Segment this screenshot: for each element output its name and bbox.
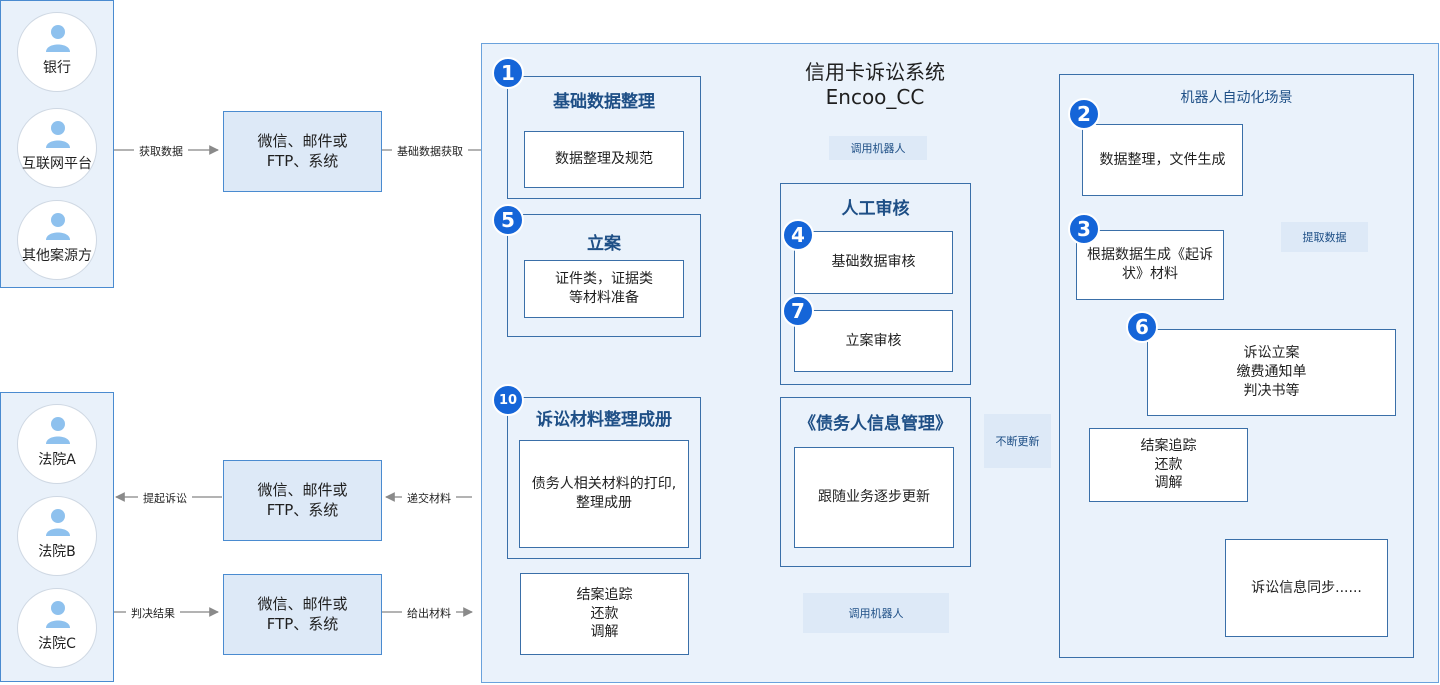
edge-label-continuous-update: 不断更新: [984, 414, 1051, 468]
edge-label-extract-data: 提取数据: [1281, 222, 1368, 252]
litigation-sync-box[interactable]: 诉讼信息同步......: [1225, 539, 1388, 637]
module-debtor-info-title: 《债务人信息管理》: [799, 414, 952, 434]
source-internet-platform[interactable]: 互联网平台: [17, 108, 97, 188]
court-label: 法院A: [38, 452, 76, 468]
edge-label-basic-data-get: 基础数据获取: [392, 143, 468, 161]
source-bank[interactable]: 银行: [17, 12, 97, 92]
edge-label-call-robot-bottom: 调用机器人: [803, 593, 949, 633]
court-a[interactable]: 法院A: [17, 404, 97, 484]
person-icon: [46, 25, 70, 52]
module-manual-review: [780, 183, 971, 385]
court-c[interactable]: 法院C: [17, 588, 97, 668]
person-icon: [46, 601, 70, 628]
module-compile-title: 诉讼材料整理成册: [536, 410, 672, 430]
person-icon: [46, 121, 70, 148]
edge-label-verdict: 判决结果: [126, 605, 180, 623]
step-badge-7: 7: [782, 295, 814, 327]
module-filing: [507, 214, 701, 337]
closing-box-right[interactable]: 结案追踪 还款 调解: [1089, 428, 1248, 502]
channel-box-mid[interactable]: 微信、邮件或 FTP、系统: [223, 460, 382, 541]
robot-area-title: 机器人自动化场景: [1180, 90, 1293, 106]
module-debtor-info: [780, 397, 971, 567]
person-icon: [46, 213, 70, 240]
source-label: 其他案源方: [22, 248, 92, 264]
filing-review-box[interactable]: 立案审核: [794, 310, 953, 372]
system-subtitle: Encoo_CC: [825, 85, 925, 109]
step-badge-2: 2: [1068, 98, 1100, 130]
channel-box-top[interactable]: 微信、邮件或 FTP、系统: [223, 111, 382, 192]
edge-label-file-suit: 提起诉讼: [138, 490, 192, 508]
channel-box-bottom[interactable]: 微信、邮件或 FTP、系统: [223, 574, 382, 655]
source-other[interactable]: 其他案源方: [17, 200, 97, 280]
debtor-print-label: 债务人相关材料的打印, 整理成册: [531, 476, 677, 511]
closing-left-label: 结案追踪 还款 调解: [576, 586, 633, 641]
step-badge-3: 3: [1068, 213, 1100, 245]
court-label: 法院C: [38, 636, 76, 652]
debtor-update-label: 跟随业务逐步更新: [818, 489, 930, 506]
data-file-gen-box[interactable]: 数据整理，文件生成: [1082, 124, 1243, 196]
channel-label: 微信、邮件或 FTP、系统: [257, 132, 348, 170]
data-clean-box[interactable]: 数据整理及规范: [524, 131, 684, 188]
channel-label: 微信、邮件或 FTP、系统: [257, 595, 348, 633]
litigation-filing-box[interactable]: 诉讼立案 缴费通知单 判决书等: [1147, 329, 1396, 416]
filing-materials-label: 证件类，证据类 等材料准备: [555, 271, 653, 306]
complaint-gen-label: 根据数据生成《起诉 状》材料: [1087, 247, 1213, 282]
closing-right-label: 结案追踪 还款 调解: [1140, 437, 1197, 492]
data-file-gen-label: 数据整理，文件生成: [1099, 151, 1226, 168]
source-label: 银行: [43, 60, 71, 76]
step-badge-10: 10: [492, 384, 524, 416]
step-badge-5: 5: [492, 204, 524, 236]
module-basic-data-title: 基础数据整理: [553, 92, 655, 112]
step-badge-1: 1: [492, 57, 524, 89]
system-title: 信用卡诉讼系统: [805, 60, 945, 84]
litigation-sync-label: 诉讼信息同步......: [1251, 579, 1362, 596]
debtor-update-box[interactable]: 跟随业务逐步更新: [794, 447, 954, 548]
court-b[interactable]: 法院B: [17, 496, 97, 576]
module-filing-title: 立案: [587, 234, 621, 254]
litigation-filing-label: 诉讼立案 缴费通知单 判决书等: [1236, 345, 1307, 399]
edge-label-submit: 递交材料: [402, 490, 456, 508]
module-manual-review-title: 人工审核: [841, 199, 910, 219]
closing-box-left[interactable]: 结案追踪 还款 调解: [520, 573, 689, 655]
edge-label-call-robot-top: 调用机器人: [829, 136, 927, 160]
basic-data-review-box[interactable]: 基础数据审核: [794, 231, 953, 294]
edge-label-give: 给出材料: [402, 605, 456, 623]
step-badge-4: 4: [782, 219, 814, 251]
complaint-gen-box[interactable]: 根据数据生成《起诉 状》材料: [1076, 230, 1224, 300]
module-compile: [507, 397, 701, 559]
debtor-print-box[interactable]: 债务人相关材料的打印, 整理成册: [519, 440, 689, 548]
person-icon: [46, 509, 70, 536]
robot-area: [1059, 74, 1414, 658]
filing-materials-box[interactable]: 证件类，证据类 等材料准备: [524, 260, 684, 318]
source-label: 互联网平台: [22, 156, 92, 172]
edge-label-get-data: 获取数据: [134, 143, 188, 161]
module-basic-data: [507, 76, 701, 199]
basic-data-review-label: 基础数据审核: [831, 254, 916, 271]
data-clean-label: 数据整理及规范: [555, 151, 653, 168]
person-icon: [46, 417, 70, 444]
channel-label: 微信、邮件或 FTP、系统: [257, 481, 348, 519]
filing-review-label: 立案审核: [845, 332, 902, 349]
step-badge-6: 6: [1126, 311, 1158, 343]
court-label: 法院B: [38, 544, 76, 560]
